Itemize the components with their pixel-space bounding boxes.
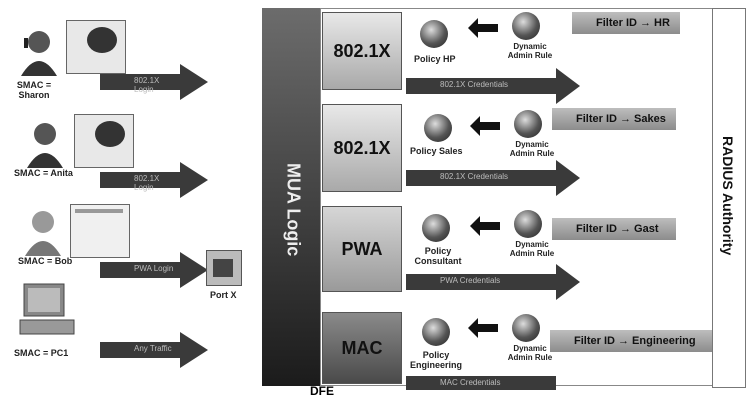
user-label: SMAC = Sharon	[16, 80, 52, 100]
admin-rule-badge-icon	[512, 12, 540, 40]
login-arrow: PWA Login	[100, 262, 180, 278]
credentials-arrow: 802.1X Credentials	[406, 78, 556, 94]
credentials-label: 802.1X Credentials	[440, 172, 509, 181]
credentials-label: 802.1X Credentials	[440, 80, 509, 89]
arrow-left-icon	[468, 18, 498, 38]
filter-id-sales: Filter ID → Sakes	[552, 108, 676, 130]
user-avatar-icon	[27, 123, 63, 168]
login-arrow: 802.1X Login	[100, 172, 180, 192]
filter-id-hr: Filter ID → HR	[572, 12, 680, 34]
credentials-label: PWA Credentials	[440, 276, 501, 285]
browser-screen-icon	[70, 204, 130, 258]
arrow-head-icon	[556, 160, 580, 196]
policy-label: Policy Engineering	[409, 350, 462, 370]
credentials-arrow: PWA Credentials	[406, 274, 556, 290]
admin-rule-badge-icon	[514, 110, 542, 138]
mode-label: 802.1X	[333, 137, 391, 158]
rule-label: Dynamic Admin Rule	[507, 344, 553, 362]
credentials-label: MAC Credentials	[440, 378, 501, 387]
policy-badge-icon	[422, 318, 450, 346]
credentials-arrow: MAC Credentials	[406, 376, 556, 390]
arrow-left-icon	[470, 116, 500, 136]
rule-label: Dynamic Admin Rule	[509, 140, 555, 158]
mode-pwa: PWA	[322, 206, 402, 292]
mode-label: PWA	[341, 238, 383, 259]
arrow-head-icon	[180, 162, 208, 198]
radius-authority-label: RADIUS Authority	[720, 136, 736, 256]
login-screen-icon	[74, 114, 134, 168]
mua-logic-label: MUA Logic	[283, 163, 304, 257]
admin-rule-badge-icon	[512, 314, 540, 342]
port-label: Port X	[210, 290, 237, 300]
mode-label: MAC	[341, 337, 383, 358]
arrow-head-icon	[180, 64, 208, 100]
policy-label: Policy HP	[414, 54, 456, 64]
mua-logic-block	[262, 8, 324, 386]
admin-rule-badge-icon	[514, 210, 542, 238]
mode-mac: MAC	[322, 312, 402, 384]
arrow-head-icon	[556, 264, 580, 300]
port-icon	[206, 250, 242, 286]
arrow-head-icon	[556, 68, 580, 104]
user-label: SMAC = Bob	[18, 256, 73, 266]
arrow-label: Any Traffic	[134, 344, 172, 353]
credentials-arrow: 802.1X Credentials	[406, 170, 556, 186]
arrow-label: 802.1X Login	[134, 174, 160, 192]
rule-label: Dynamic Admin Rule	[509, 240, 555, 258]
radius-authority-block	[712, 8, 746, 388]
arrow-left-icon	[470, 216, 500, 236]
login-arrow: 802.1X Login	[100, 74, 180, 94]
login-screen-icon	[66, 20, 126, 74]
user-label: SMAC = Anita	[14, 168, 73, 178]
policy-badge-icon	[420, 20, 448, 48]
mode-8021x-hr: 802.1X	[322, 12, 402, 90]
policy-label: Policy Sales	[410, 146, 463, 156]
policy-label: Policy Consultant	[414, 246, 462, 266]
filter-id-engineering: Filter ID → Engineering	[550, 330, 718, 352]
arrow-head-icon	[180, 332, 208, 368]
dfe-label: DFE	[310, 384, 334, 398]
arrow-label: PWA Login	[134, 264, 174, 273]
user-avatar-icon	[25, 211, 61, 256]
arrow-label: 802.1X Login	[134, 76, 160, 94]
arrow-head-icon	[180, 252, 208, 288]
user-label: SMAC = PC1	[14, 348, 69, 358]
rule-label: Dynamic Admin Rule	[507, 42, 553, 60]
policy-badge-icon	[422, 214, 450, 242]
user-avatar-icon	[21, 31, 57, 76]
mode-label: 802.1X	[333, 40, 391, 61]
policy-badge-icon	[424, 114, 452, 142]
mode-8021x-sales: 802.1X	[322, 104, 402, 192]
filter-id-gast: Filter ID → Gast	[552, 218, 676, 240]
computer-icon	[19, 283, 75, 335]
arrow-left-icon	[468, 318, 498, 338]
traffic-arrow: Any Traffic	[100, 342, 180, 358]
